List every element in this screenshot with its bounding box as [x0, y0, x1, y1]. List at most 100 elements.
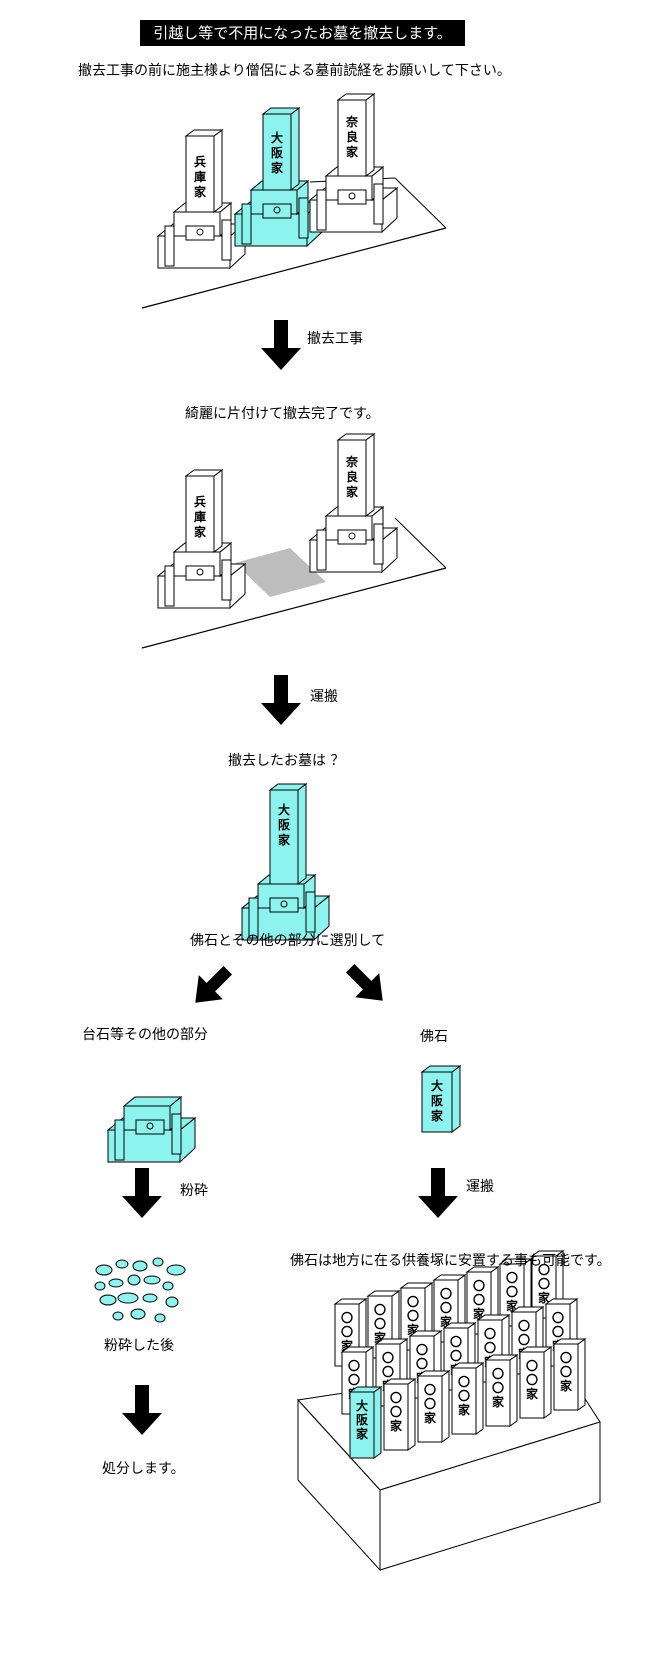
arrow-left-diagonal — [195, 965, 233, 1003]
memorial-stone-char: 〇 — [538, 1262, 550, 1277]
memorial-stone-char: 〇 — [560, 1364, 572, 1379]
memorial-stone-char: 〇 — [458, 1388, 470, 1403]
hyogo2-char-1: 兵 — [194, 494, 206, 509]
memorial-stone-char: 〇 — [424, 1382, 436, 1397]
label-question: 撤去したお墓は ？ — [228, 753, 345, 769]
nara-char-3: 家 — [346, 144, 359, 159]
memorial-stone-char: 阪 — [356, 1413, 369, 1427]
memorial-stone-osaka: 大阪家 — [348, 1386, 383, 1459]
memorial-stone-char: 〇 — [450, 1348, 462, 1363]
label-separate: 佛石とその他の部分に選別して — [190, 933, 386, 949]
memorial-stone-char: 家 — [526, 1386, 539, 1401]
label-crush: 粉砕 — [180, 1183, 208, 1199]
nara2-char-1: 奈 — [345, 454, 359, 469]
memorial-stone-char: 家 — [424, 1410, 437, 1425]
buddha-stone-rows: 〇〇家〇〇家〇〇家〇〇家〇〇家〇〇家〇〇家〇〇家〇〇家〇〇家〇〇家〇〇家〇〇家〇… — [333, 1250, 587, 1459]
label-after-crush: 粉砕した後 — [104, 1338, 174, 1354]
grave-nara — [309, 93, 398, 233]
memorial-stone-char: 〇 — [407, 1294, 419, 1309]
buddha-char-1: 大 — [431, 1078, 443, 1093]
memorial-stone-char: 〇 — [473, 1292, 485, 1307]
hyogo-char-2: 庫 — [194, 169, 206, 184]
memorial-stone-char: 〇 — [538, 1276, 550, 1291]
arrow-transport-2 — [418, 1168, 458, 1218]
grave-hyogo — [157, 129, 246, 269]
memorial-stone-char: 〇 — [552, 1310, 564, 1325]
page-title: 引越し等で不用になったお墓を撤去します。 — [140, 20, 465, 46]
arrow-crush — [122, 1168, 162, 1218]
memorial-stone-char: 〇 — [348, 1358, 360, 1373]
hyogo-char-3: 家 — [194, 184, 207, 199]
memorial-stone-char: 家 — [458, 1402, 471, 1417]
memorial-stone-char: 〇 — [440, 1300, 452, 1315]
memorial-stone-char: 〇 — [450, 1334, 462, 1349]
arrow-transport-1 — [261, 675, 301, 725]
scene-three-graves: 兵 庫 家 大 阪 家 奈 良 家 — [141, 93, 447, 309]
base-stones-cyan — [107, 1096, 196, 1163]
memorial-stone-char: 〇 — [390, 1390, 402, 1405]
memorial-stone: 〇〇家 — [450, 1362, 485, 1435]
memorial-stone-char: 大 — [356, 1398, 368, 1413]
arrow-removal — [261, 320, 301, 370]
memorial-stone-char: 〇 — [506, 1270, 518, 1285]
arrow-right-diagonal — [345, 963, 383, 1001]
label-removal-work: 撤去工事 — [307, 331, 363, 347]
memorial-stone-char: 〇 — [341, 1310, 353, 1325]
memorial-stone-char: 〇 — [341, 1324, 353, 1339]
osaka-char-2: 阪 — [271, 146, 284, 160]
memorial-stone-char: 家 — [560, 1378, 573, 1393]
memorial-stone-char: 家 — [538, 1290, 551, 1305]
nara-char-1: 奈 — [345, 114, 359, 129]
buddha-stone — [420, 1065, 462, 1133]
memorial-stone-char: 家 — [356, 1426, 369, 1441]
memorial-stone-char: 〇 — [458, 1374, 470, 1389]
grave-osaka — [234, 107, 323, 247]
nara2-char-2: 良 — [346, 469, 358, 484]
memorial-stone-char: 〇 — [374, 1316, 386, 1331]
nara-char-2: 良 — [346, 129, 358, 144]
nara2-char-3: 家 — [346, 484, 359, 499]
label-buddha-stone: 佛石 — [420, 1029, 448, 1045]
memorial-stone-char: 〇 — [492, 1366, 504, 1381]
label-memorial: 佛石は地方に在る供養塚に安置する事も可能です。 — [290, 1253, 611, 1269]
memorial-stone-char: 〇 — [506, 1284, 518, 1299]
osaka3-char-3: 家 — [278, 832, 291, 847]
buddha-char-3: 家 — [431, 1108, 444, 1123]
memorial-stone-char: 〇 — [382, 1364, 394, 1379]
memorial-stone-char: 〇 — [484, 1340, 496, 1355]
memorial-stone-char: 〇 — [492, 1380, 504, 1395]
memorial-stone-char: 〇 — [484, 1326, 496, 1341]
hyogo-char-1: 兵 — [194, 154, 206, 169]
memorial-stone-char: 〇 — [407, 1308, 419, 1323]
memorial-stone-char: 家 — [390, 1418, 403, 1433]
memorial-stone-char: 〇 — [526, 1372, 538, 1387]
memorial-stone: 〇〇家 — [432, 1274, 467, 1343]
memorial-stone-char: 〇 — [348, 1372, 360, 1387]
buddha-char-2: 阪 — [431, 1094, 444, 1108]
hyogo2-char-3: 家 — [194, 524, 207, 539]
memorial-stone-char: 〇 — [424, 1396, 436, 1411]
memorial-stone: 〇〇家 — [552, 1338, 587, 1411]
memorial-stone-char: 〇 — [560, 1350, 572, 1365]
memorial-stone: 〇〇家 — [484, 1354, 519, 1427]
osaka3-char-1: 大 — [278, 802, 290, 817]
arrow-dispose — [122, 1385, 162, 1435]
osaka-char-3: 家 — [271, 160, 284, 175]
memorial-stone-char: 〇 — [552, 1324, 564, 1339]
grave-hyogo-2 — [157, 469, 246, 609]
memorial-stone: 〇〇家 — [518, 1346, 553, 1419]
removed-plot-shadow — [235, 548, 326, 597]
osaka3-char-2: 阪 — [278, 818, 291, 832]
osaka-char-1: 大 — [271, 130, 283, 145]
label-cleaned: 綺麗に片付けて撤去完了です。 — [185, 406, 380, 422]
label-other-parts: 台石等その他の部分 — [82, 1027, 208, 1043]
hyogo2-char-2: 庫 — [194, 509, 206, 524]
memorial-stone-char: 〇 — [518, 1318, 530, 1333]
label-dispose: 処分します。 — [102, 1461, 185, 1477]
memorial-stone-char: 〇 — [518, 1332, 530, 1347]
memorial-stone-char: 〇 — [390, 1404, 402, 1419]
memorial-stone: 〇〇家 — [382, 1378, 417, 1451]
memorial-stone-char: 〇 — [440, 1286, 452, 1301]
memorial-stone: 〇〇家 — [416, 1370, 451, 1443]
memorial-stone-char: 〇 — [473, 1278, 485, 1293]
